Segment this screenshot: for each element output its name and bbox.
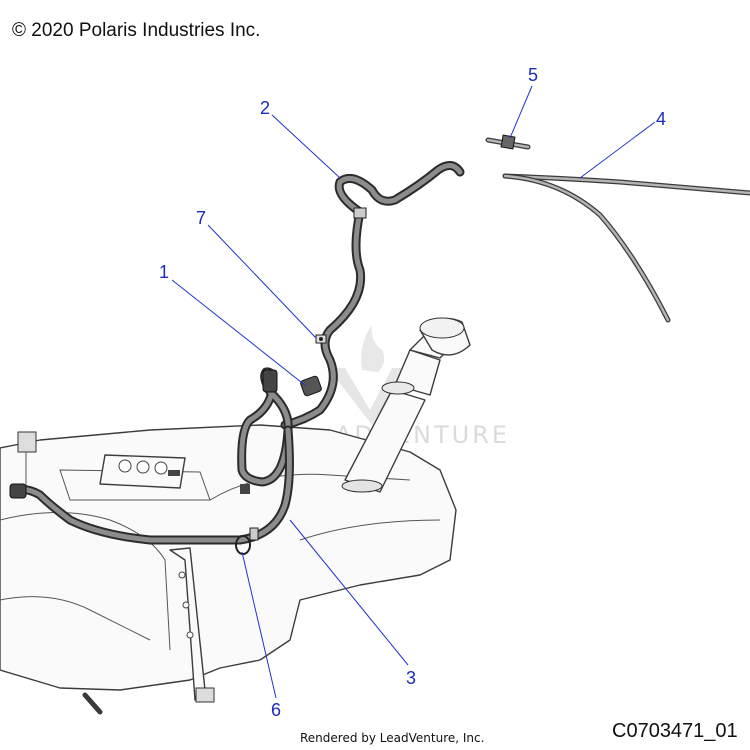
callout-6[interactable]: 6 — [271, 700, 281, 720]
leader-line-3 — [289, 519, 409, 666]
clamp-part-6 — [235, 527, 259, 555]
leader-line-1 — [171, 279, 307, 387]
vent-hose-main — [9, 367, 294, 545]
leader-line-7 — [207, 224, 317, 339]
hose-clamp — [353, 207, 367, 219]
leader-line-2 — [271, 114, 341, 179]
callout-1[interactable]: 1 — [159, 262, 169, 282]
leader-line-6 — [241, 551, 277, 699]
connector-part-5 — [485, 134, 531, 150]
leader-line-5 — [509, 85, 533, 139]
callouts: 2 7 1 5 4 3 6 — [159, 65, 666, 720]
copyright-text: © 2020 Polaris Industries Inc. — [12, 20, 261, 41]
filler-neck — [341, 317, 471, 493]
leader-lines — [171, 85, 656, 699]
callout-2[interactable]: 2 — [260, 98, 270, 118]
fitting-part-1 — [300, 375, 322, 397]
callout-4[interactable]: 4 — [656, 109, 666, 129]
callout-3[interactable]: 3 — [406, 668, 416, 688]
rendered-by-text: Rendered by LeadVenture, Inc. — [300, 731, 485, 745]
callout-7[interactable]: 7 — [196, 208, 206, 228]
diagram-code: C0703471_01 — [612, 720, 738, 742]
watermark-v-icon — [328, 368, 408, 425]
leader-line-4 — [579, 121, 656, 179]
vent-tubes-part-4 — [502, 173, 750, 323]
watermark-flame-icon — [361, 325, 385, 372]
callout-5[interactable]: 5 — [528, 65, 538, 85]
clamp-part-7 — [315, 334, 327, 344]
fuel-tank — [0, 424, 457, 715]
